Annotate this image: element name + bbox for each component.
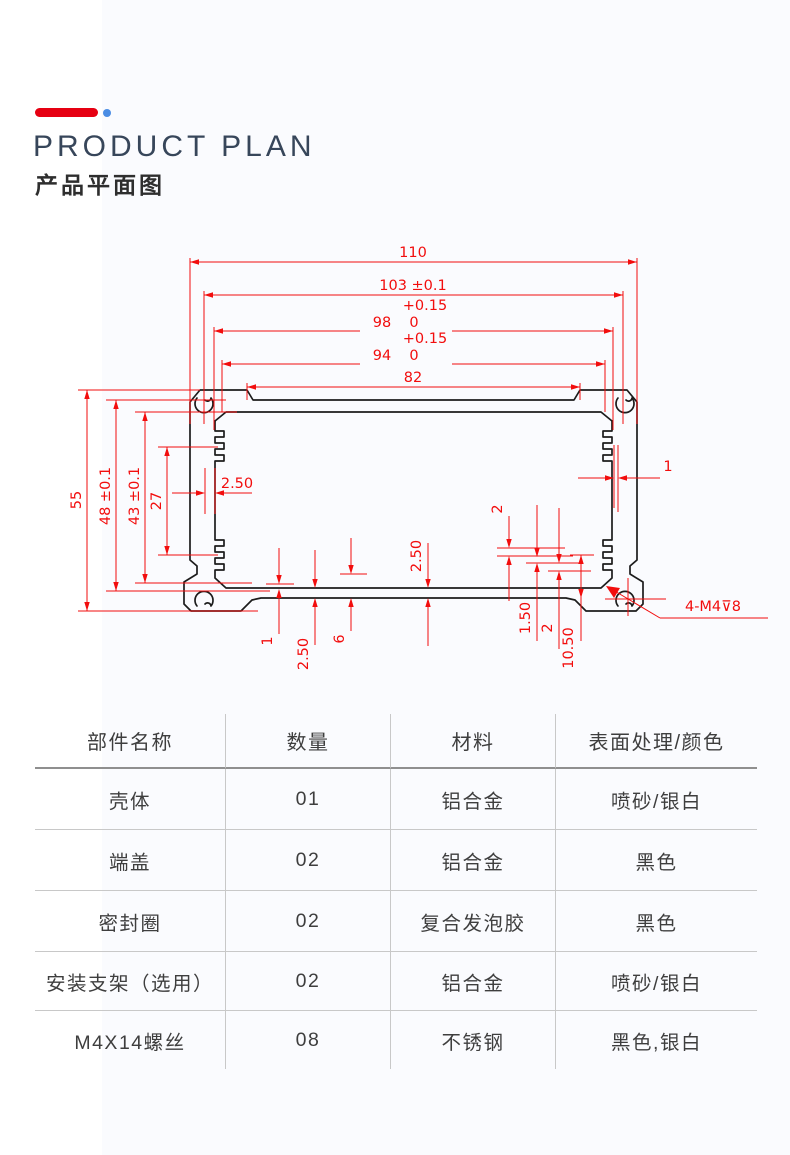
dim-wall-2-50: 2.50 — [221, 476, 253, 492]
accent-dot — [103, 109, 111, 117]
screw-boss-top-right — [615, 397, 635, 414]
dim-bottom-2-50: 2.50 — [409, 540, 425, 572]
dim-103: 103 ±0.1 — [379, 278, 447, 294]
dim-82: 82 — [404, 370, 422, 386]
dimension-lines — [78, 258, 768, 649]
table-cell: 端盖 — [35, 830, 225, 891]
dim-110: 110 — [399, 245, 427, 261]
page-title-en: PRODUCT PLAN — [33, 130, 316, 163]
dim-slot-10-50: 10.50 — [561, 627, 577, 669]
table-cell: 铝合金 — [390, 830, 555, 891]
dim-94: 94 — [373, 348, 391, 364]
dim-right-1: 1 — [663, 459, 672, 475]
dim-98-tol-zero: 0 — [409, 315, 418, 331]
dim-98-tol-plus: +0.15 — [403, 298, 447, 314]
dim-94-tol-plus: +0.15 — [403, 331, 447, 347]
dim-bl-2-50: 2.50 — [296, 638, 312, 670]
dim-slot-1-50: 1.50 — [518, 602, 534, 634]
table-cell: 02 — [225, 891, 390, 952]
table-cell: 铝合金 — [390, 952, 555, 1011]
dim-bl-1: 1 — [260, 636, 276, 645]
dim-slot-2b: 2 — [540, 623, 556, 632]
table-cell: 01 — [225, 769, 390, 830]
table-cell: 密封圈 — [35, 891, 225, 952]
parts-table: 部件名称 数量 材料 表面处理/颜色 壳体 01 铝合金 喷砂/银白 端盖 02… — [35, 714, 757, 1069]
table-cell: 喷砂/银白 — [555, 769, 757, 830]
page-title-zh: 产品平面图 — [35, 172, 165, 198]
dim-94-tol-zero: 0 — [409, 348, 418, 364]
table-cell: 不锈钢 — [390, 1011, 555, 1069]
thread-note: 4-M4⊽8 — [685, 599, 741, 615]
table-cell: 铝合金 — [390, 769, 555, 830]
table-cell: 02 — [225, 830, 390, 891]
dim-48: 48 ±0.1 — [98, 467, 114, 525]
table-header-qty: 数量 — [225, 714, 390, 769]
dim-27: 27 — [149, 492, 165, 510]
table-cell: M4X14螺丝 — [74, 1031, 186, 1054]
profile-inner-top — [214, 411, 613, 422]
table-cell: 安装支架（选用） — [35, 952, 225, 1011]
dim-55: 55 — [69, 491, 85, 509]
background-tint — [102, 0, 790, 1155]
table-cell: 复合发泡胶 — [390, 891, 555, 952]
table-cell: 壳体 — [35, 769, 225, 830]
profile-drawing: 110 103 ±0.1 98 +0.15 0 94 +0.15 0 82 55… — [69, 245, 768, 670]
table-header-finish: 表面处理/颜色 — [555, 714, 757, 769]
table-cell: 黑色 — [555, 830, 757, 891]
table-cell: 黑色 — [555, 891, 757, 952]
dim-bl-6: 6 — [332, 634, 348, 643]
table-header-material: 材料 — [390, 714, 555, 769]
profile-inner-cavity — [214, 420, 613, 589]
table-cell: 喷砂/银白 — [555, 952, 757, 1011]
screw-boss-bottom-left — [194, 590, 214, 607]
table-cell: 黑色,银白 — [555, 1011, 757, 1069]
accent-bar — [35, 108, 98, 117]
dim-slot-2: 2 — [490, 504, 506, 513]
table-cell: 02 — [225, 952, 390, 1011]
screw-boss-bottom-right — [615, 590, 635, 607]
table-header-part: 部件名称 — [35, 714, 225, 769]
table-cell: 08 — [225, 1011, 390, 1069]
profile-outer-contour — [183, 389, 644, 612]
dim-98: 98 — [373, 315, 391, 331]
dim-43: 43 ±0.1 — [127, 467, 143, 525]
